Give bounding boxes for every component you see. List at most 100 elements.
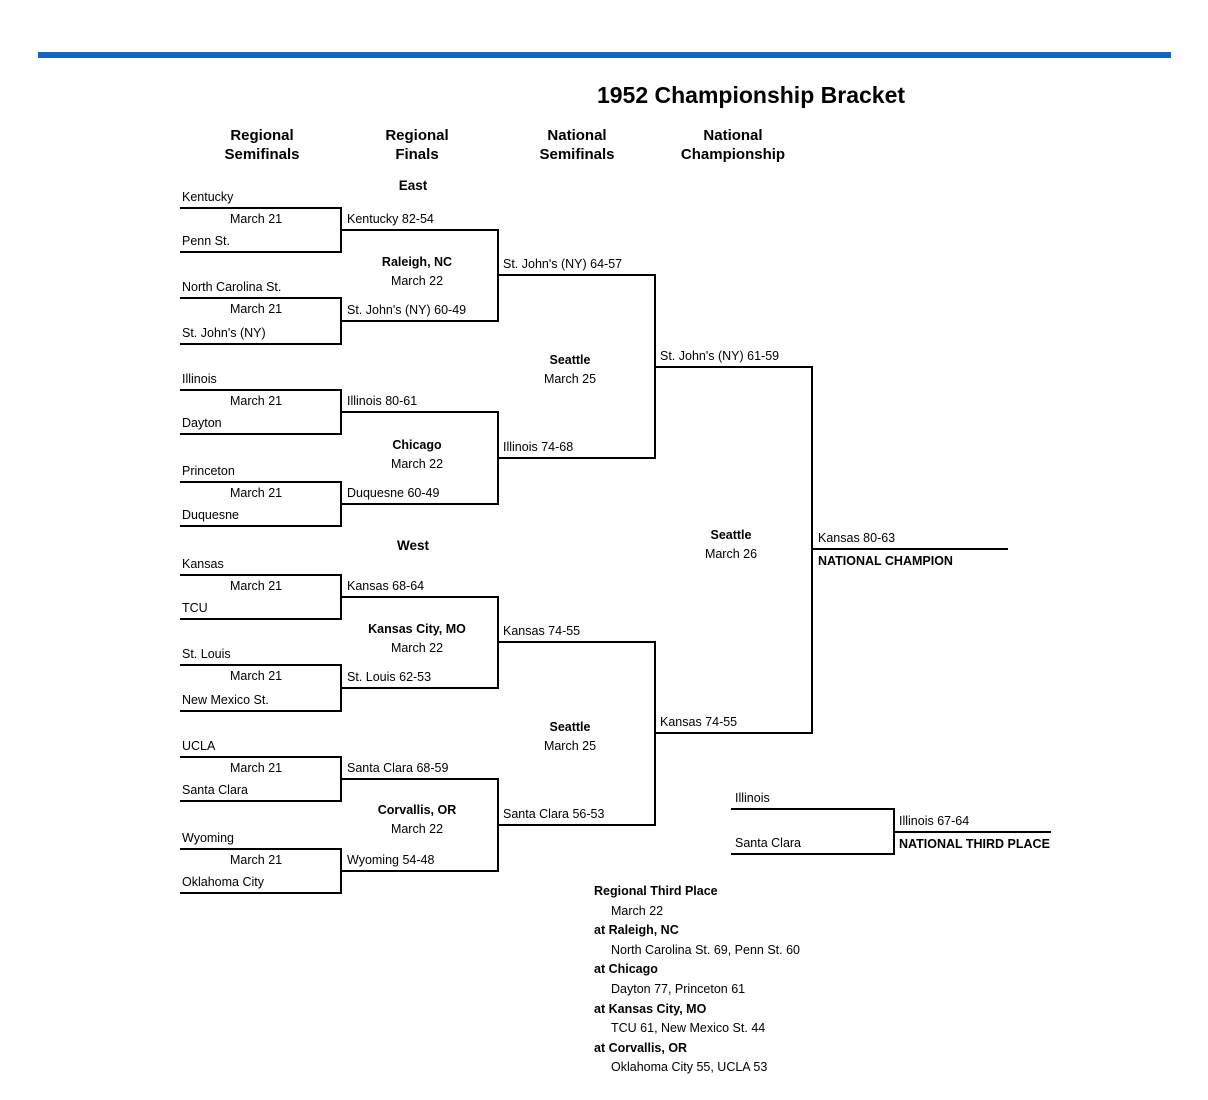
game-date: March 21 — [230, 302, 283, 316]
bracket-line — [340, 229, 498, 231]
bracket-line — [497, 457, 655, 459]
team-label: Wyoming — [182, 831, 234, 845]
bracket-line — [180, 710, 341, 712]
team-label: Penn St. — [182, 234, 230, 248]
winner-label: Illinois 74-68 — [503, 440, 574, 454]
national-champion-label: NATIONAL CHAMPION — [818, 554, 953, 568]
regional-third-place-site: at Corvallis, OR — [594, 1040, 688, 1055]
team-label: Duquesne — [182, 508, 239, 522]
regional-third-place-result: North Carolina St. 69, Penn St. 60 — [611, 942, 800, 957]
winner-label: Santa Clara 68-59 — [347, 761, 449, 775]
site-block: Raleigh, NC March 22 — [382, 253, 452, 291]
game-date: March 21 — [230, 394, 283, 408]
bracket-line — [731, 853, 894, 855]
bracket-line — [180, 297, 341, 299]
winner-label: Kansas 68-64 — [347, 579, 425, 593]
bracket-line — [340, 778, 498, 780]
bracket-line — [497, 824, 655, 826]
bracket-line — [340, 503, 498, 505]
bracket-line — [180, 800, 341, 802]
team-label: Princeton — [182, 464, 235, 478]
region-label-east: East — [398, 178, 428, 193]
team-label: Kansas — [182, 557, 224, 571]
bracket-line — [180, 389, 341, 391]
bracket-line — [180, 664, 341, 666]
team-label: Santa Clara — [182, 783, 249, 797]
game-date: March 21 — [230, 579, 283, 593]
regional-third-place-block: Regional Third Place March 22 at Raleigh… — [594, 882, 800, 1078]
regional-third-place-site: at Chicago — [594, 962, 658, 977]
site-date: March 22 — [390, 822, 444, 836]
site-date: March 22 — [390, 641, 444, 655]
bracket-line — [340, 870, 498, 872]
column-header-regional-finals: Regional Finals — [385, 127, 449, 163]
bracket-line — [180, 618, 341, 620]
game-date: March 21 — [230, 486, 283, 500]
winner-label: St. John's (NY) 64-57 — [503, 257, 623, 271]
site-date: March 25 — [543, 372, 597, 386]
site-block: Chicago March 22 — [391, 436, 443, 474]
site-label: Kansas City, MO — [368, 622, 466, 636]
winner-label: St. Louis 62-53 — [347, 670, 432, 684]
bracket-line — [340, 596, 498, 598]
bracket-line — [731, 808, 894, 810]
site-label: Seattle — [710, 528, 752, 542]
game-date: March 21 — [230, 853, 283, 867]
winner-label: Kentucky 82-54 — [347, 212, 434, 226]
bracket-line — [180, 343, 341, 345]
site-block: Seattle March 25 — [544, 718, 596, 756]
winner-label: Santa Clara 56-53 — [503, 807, 605, 821]
bracket-line — [180, 207, 341, 209]
bracket-line — [180, 481, 341, 483]
team-label: UCLA — [182, 739, 216, 753]
bracket-line — [180, 892, 341, 894]
site-label: Raleigh, NC — [381, 255, 453, 269]
site-label: Corvallis, OR — [377, 803, 457, 817]
team-label: Santa Clara — [735, 836, 802, 850]
winner-label: Duquesne 60-49 — [347, 486, 440, 500]
regional-third-place-site: at Kansas City, MO — [594, 1001, 707, 1016]
team-label: New Mexico St. — [182, 693, 269, 707]
bracket-line — [180, 251, 341, 253]
regional-third-place-result: Dayton 77, Princeton 61 — [611, 981, 746, 996]
column-header-regional-semifinals: Regional Semifinals — [224, 127, 300, 163]
column-header-national-semifinals: National Semifinals — [539, 127, 615, 163]
bracket-line — [497, 274, 655, 276]
site-date: March 25 — [543, 739, 597, 753]
bracket-line — [180, 525, 341, 527]
regional-third-place-title: Regional Third Place — [594, 884, 718, 898]
bracket-line — [340, 411, 498, 413]
column-header-national-championship: National Championship — [680, 127, 786, 163]
bracket-line — [340, 320, 498, 322]
site-date: March 22 — [390, 457, 444, 471]
winner-label: Illinois 67-64 — [899, 814, 970, 828]
winner-label: Kansas 74-55 — [660, 715, 738, 729]
bracket-line — [497, 641, 655, 643]
region-label-west: West — [396, 538, 430, 553]
site-block: Corvallis, OR March 22 — [378, 801, 457, 839]
winner-label: Kansas 80-63 — [818, 531, 896, 545]
team-label: St. John's (NY) — [182, 326, 266, 340]
winner-label: Illinois 80-61 — [347, 394, 418, 408]
site-block: Kansas City, MO March 22 — [368, 620, 466, 658]
team-label: Kentucky — [182, 190, 234, 204]
bracket-line — [654, 366, 812, 368]
page-title: 1952 Championship Bracket — [596, 82, 906, 108]
bracket-line — [654, 732, 812, 734]
winner-label: Wyoming 54-48 — [347, 853, 435, 867]
bracket-line — [893, 831, 1051, 833]
site-label: Seattle — [549, 353, 591, 367]
top-rule — [38, 52, 1171, 58]
national-third-place-label: NATIONAL THIRD PLACE — [899, 837, 1050, 851]
site-date: March 22 — [390, 274, 444, 288]
site-label: Seattle — [549, 720, 591, 734]
winner-label: Kansas 74-55 — [503, 624, 581, 638]
bracket-line — [340, 687, 498, 689]
regional-third-place-site: at Raleigh, NC — [594, 923, 679, 938]
team-label: Oklahoma City — [182, 875, 264, 889]
team-label: TCU — [182, 601, 208, 615]
team-label: St. Louis — [182, 647, 231, 661]
bracket-line — [811, 548, 1008, 550]
game-date: March 21 — [230, 212, 283, 226]
